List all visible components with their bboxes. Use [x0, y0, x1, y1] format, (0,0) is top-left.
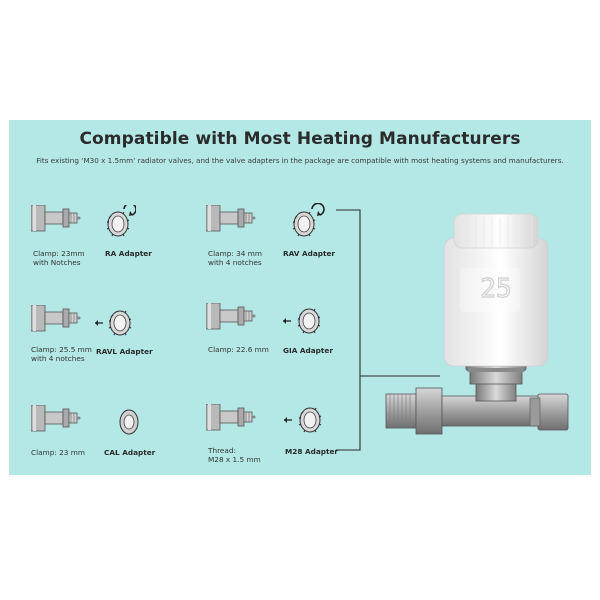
adapter-label: RAVL Adapter [96, 347, 153, 356]
valve-spec: Thread:M28 x 1.5 mm [208, 446, 261, 464]
adapter-label: CAL Adapter [104, 448, 156, 457]
bracket-line [336, 206, 446, 456]
page-subtitle: Fits existing ‘M30 x 1.5mm’ radiator val… [36, 156, 564, 165]
valve-icon [206, 205, 258, 233]
cal-adapter-icon [117, 407, 141, 437]
gia-adapter-icon [282, 306, 326, 338]
rav-adapter-icon [288, 203, 328, 243]
adapter-label: GIA Adapter [283, 346, 333, 355]
valve-icon [31, 205, 83, 233]
smart-thermostat-image: 25 [378, 212, 578, 462]
m28-adapter-icon [283, 405, 327, 437]
adapter-label: RAV Adapter [283, 249, 336, 258]
adapter-label: M28 Adapter [285, 447, 339, 456]
ra-adapter-icon [102, 205, 136, 241]
temperature-display: 25 [480, 274, 511, 304]
valve-icon [31, 305, 83, 335]
valve-icon [31, 405, 83, 435]
valve-icon [206, 404, 258, 434]
adapter-label: RA Adapter [105, 249, 152, 258]
valve-icon [206, 303, 258, 333]
valve-spec: Clamp: 22.6 mm [208, 345, 269, 354]
page-title: Compatible with Most Heating Manufacture… [79, 129, 521, 149]
valve-spec: Clamp: 23 mm [31, 448, 85, 457]
ravl-adapter-icon [94, 308, 134, 340]
